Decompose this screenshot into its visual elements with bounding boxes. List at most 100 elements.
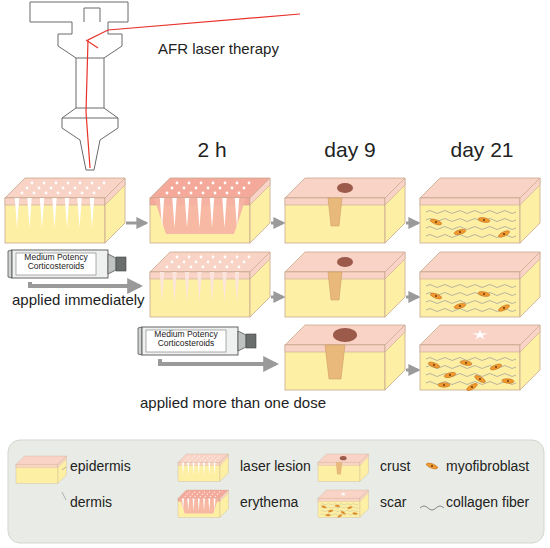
laser-lesion bbox=[21, 192, 24, 195]
myofibroblast bbox=[474, 374, 487, 384]
laser-lesion bbox=[231, 261, 234, 264]
label: day 9 bbox=[324, 138, 375, 162]
laser-lesion bbox=[212, 458, 213, 459]
laser-beam bbox=[86, 14, 300, 168]
tube-label bbox=[16, 253, 96, 275]
scar bbox=[472, 329, 487, 339]
dermis-front bbox=[178, 498, 220, 517]
laser-lesion bbox=[31, 182, 34, 185]
laser-lesion bbox=[210, 460, 211, 461]
myofibroblast bbox=[466, 382, 479, 392]
wound bbox=[336, 462, 342, 474]
epidermis-side bbox=[58, 456, 66, 467]
laser-lesion bbox=[214, 456, 215, 457]
myofibroblast bbox=[502, 378, 514, 383]
laser-lesion bbox=[45, 192, 48, 195]
laser-lesion bbox=[194, 492, 195, 493]
laser-lesion bbox=[202, 494, 203, 495]
myofibroblast-nucleus bbox=[342, 512, 344, 514]
laser-lesion bbox=[189, 456, 190, 457]
legend-text: epidermis bbox=[70, 458, 131, 474]
laser-lesion bbox=[178, 192, 181, 195]
myofibroblast-nucleus bbox=[459, 305, 461, 307]
collagen-fiber-sample bbox=[420, 506, 444, 510]
epidermis-top bbox=[285, 325, 405, 345]
epidermis-top bbox=[5, 178, 125, 198]
myofibroblast-nucleus bbox=[354, 513, 356, 515]
dermis-front bbox=[285, 198, 385, 243]
laser-lesion bbox=[188, 182, 191, 185]
laser-channel bbox=[222, 198, 226, 228]
laser-lesion bbox=[202, 458, 203, 459]
laser-lesion bbox=[38, 187, 41, 190]
tube-shoulder bbox=[238, 331, 246, 351]
laser-lesion bbox=[219, 261, 222, 264]
laser-lesion bbox=[190, 496, 191, 497]
laser-lesion bbox=[219, 492, 220, 493]
laser-lesion bbox=[238, 266, 241, 269]
tube-cap bbox=[116, 257, 126, 271]
epidermis-top bbox=[420, 252, 540, 272]
myofibroblast-nucleus bbox=[433, 364, 435, 366]
dermis-side bbox=[250, 178, 270, 243]
laser-channel bbox=[210, 272, 214, 302]
laser-lesion bbox=[192, 458, 193, 459]
laser-lesion bbox=[209, 492, 210, 493]
epidermis-side bbox=[105, 178, 125, 205]
myofibroblast bbox=[454, 228, 467, 235]
leader-line bbox=[62, 467, 66, 470]
laser-lesion bbox=[192, 494, 193, 495]
laser-channel bbox=[182, 462, 184, 475]
laser-lesion bbox=[195, 261, 198, 264]
epidermis-side bbox=[220, 454, 228, 465]
myofibroblast bbox=[478, 217, 491, 223]
laser-channel bbox=[52, 198, 56, 228]
epidermis-side bbox=[385, 325, 405, 352]
laser-lesion bbox=[187, 494, 188, 495]
myofibroblast-nucleus bbox=[503, 307, 505, 309]
laser-lesion bbox=[103, 182, 106, 185]
epidermis-top bbox=[150, 178, 270, 198]
dermis-front bbox=[285, 272, 385, 317]
epidermis-side bbox=[250, 252, 270, 279]
laser-lesion bbox=[183, 187, 186, 190]
myofibroblast bbox=[426, 462, 439, 470]
laser-lesion bbox=[176, 182, 179, 185]
myofibroblast-nucleus bbox=[465, 362, 467, 364]
laser-channel bbox=[65, 198, 69, 228]
skin-block bbox=[420, 252, 540, 317]
laser-lesion bbox=[74, 187, 77, 190]
dermis-front bbox=[420, 198, 520, 243]
dermis-side bbox=[105, 178, 125, 243]
laser-channel bbox=[214, 462, 216, 475]
crust bbox=[337, 183, 353, 193]
dermis-side bbox=[520, 325, 540, 390]
myofibroblast bbox=[430, 218, 443, 226]
myofibroblast bbox=[335, 505, 340, 508]
myofibroblast bbox=[498, 303, 511, 312]
flow-arrow bbox=[406, 296, 418, 299]
laser-channel bbox=[235, 272, 239, 302]
tube-label bbox=[146, 330, 226, 352]
laser-channel bbox=[210, 198, 214, 228]
laser-lesion bbox=[200, 460, 201, 461]
myofibroblast-nucleus bbox=[339, 515, 341, 517]
dermis-front bbox=[150, 272, 250, 317]
laser-channel bbox=[15, 198, 19, 228]
laser-lesion bbox=[55, 182, 58, 185]
myofibroblast bbox=[444, 371, 457, 378]
laser-lesion bbox=[207, 187, 210, 190]
myofibroblast-nucleus bbox=[459, 231, 461, 233]
myofibroblast-nucleus bbox=[449, 374, 451, 376]
myofibroblast-nucleus bbox=[435, 295, 437, 297]
myofibroblast-nucleus bbox=[495, 366, 497, 368]
legend-text: myofibroblast bbox=[446, 458, 529, 474]
label: AFR laser therapy bbox=[158, 40, 279, 57]
dermis-front bbox=[178, 462, 220, 481]
laser-lesion bbox=[178, 266, 181, 269]
laser-lesion bbox=[209, 456, 210, 457]
epidermis-front bbox=[420, 345, 520, 352]
laser-lesion bbox=[62, 187, 65, 190]
myofibroblast bbox=[430, 292, 443, 300]
dermis-front bbox=[318, 462, 360, 481]
